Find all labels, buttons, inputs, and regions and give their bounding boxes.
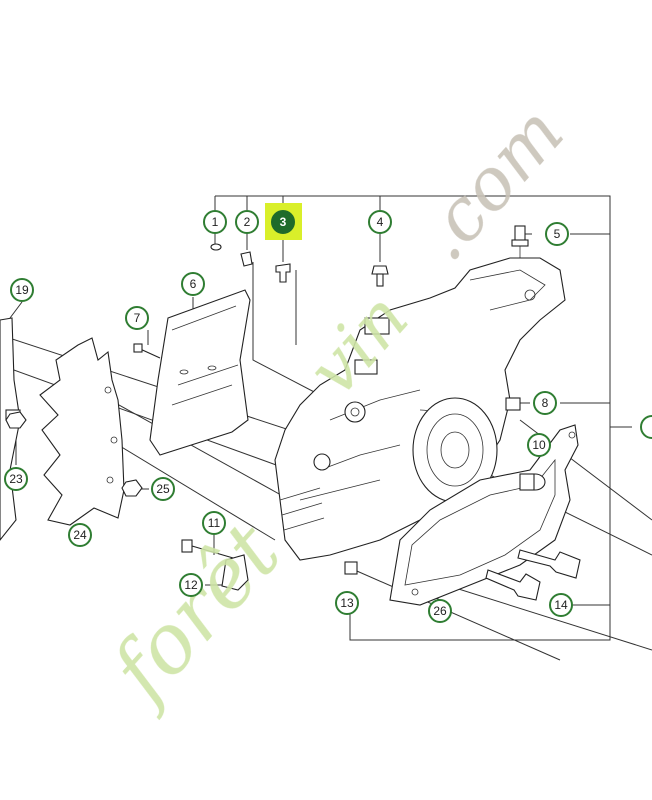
- callout-10[interactable]: 10: [527, 433, 551, 457]
- svg-text:14: 14: [554, 598, 568, 612]
- callout-5[interactable]: 5: [545, 222, 569, 246]
- pin-2: [240, 251, 253, 267]
- callout-26[interactable]: 26: [428, 599, 452, 623]
- partial-part-19: [0, 317, 21, 541]
- callout-14[interactable]: 14: [549, 593, 573, 617]
- svg-text:23: 23: [9, 472, 23, 486]
- svg-text:12: 12: [184, 578, 198, 592]
- callout-2[interactable]: 2: [235, 210, 259, 234]
- nut-23: [5, 411, 27, 429]
- callout-11[interactable]: 11: [202, 511, 226, 535]
- callout-19[interactable]: 19: [10, 278, 34, 302]
- svg-text:11: 11: [208, 516, 221, 530]
- bracket-12: [221, 554, 249, 591]
- callout-partial-right: [640, 415, 652, 439]
- washer-1: [210, 243, 222, 251]
- svg-text:5: 5: [554, 227, 561, 241]
- svg-text:13: 13: [340, 596, 354, 610]
- callout-3[interactable]: 3: [265, 203, 302, 240]
- watermark-text-tld: .com: [400, 90, 579, 276]
- sleeve-8: [505, 397, 521, 411]
- callout-7[interactable]: 7: [125, 306, 149, 330]
- svg-text:24: 24: [73, 528, 87, 542]
- callout-1[interactable]: 1: [203, 210, 227, 234]
- svg-text:8: 8: [542, 396, 549, 410]
- svg-text:19: 19: [15, 283, 29, 297]
- svg-text:2: 2: [244, 215, 251, 229]
- callout-8[interactable]: 8: [533, 391, 557, 415]
- svg-text:26: 26: [433, 604, 447, 618]
- callout-4[interactable]: 4: [368, 210, 392, 234]
- svg-text:1: 1: [212, 215, 219, 229]
- heat-shield-6: [149, 289, 251, 456]
- screw-4: [371, 265, 389, 287]
- screw-7: [133, 343, 161, 359]
- side-cover-24: [39, 337, 125, 526]
- watermark-text-left: forêt: [90, 505, 299, 723]
- callout-25[interactable]: 25: [151, 477, 175, 501]
- callout-13[interactable]: 13: [335, 591, 359, 615]
- svg-text:7: 7: [134, 311, 141, 325]
- bushing-10: [519, 473, 546, 491]
- svg-text:3: 3: [280, 215, 287, 229]
- svg-text:4: 4: [377, 215, 384, 229]
- nut-25: [121, 479, 143, 497]
- bolt-11: [181, 539, 241, 561]
- callout-23[interactable]: 23: [4, 467, 28, 491]
- svg-text:25: 25: [156, 482, 170, 496]
- callout-6[interactable]: 6: [181, 272, 205, 296]
- stud-3: [275, 263, 291, 283]
- callout-12[interactable]: 12: [179, 573, 203, 597]
- svg-text:6: 6: [190, 277, 197, 291]
- bolts-14: [485, 549, 581, 601]
- callout-24[interactable]: 24: [68, 523, 92, 547]
- svg-text:10: 10: [532, 438, 546, 452]
- sleeve-13: [344, 561, 358, 575]
- assembly-bracket: [215, 195, 611, 641]
